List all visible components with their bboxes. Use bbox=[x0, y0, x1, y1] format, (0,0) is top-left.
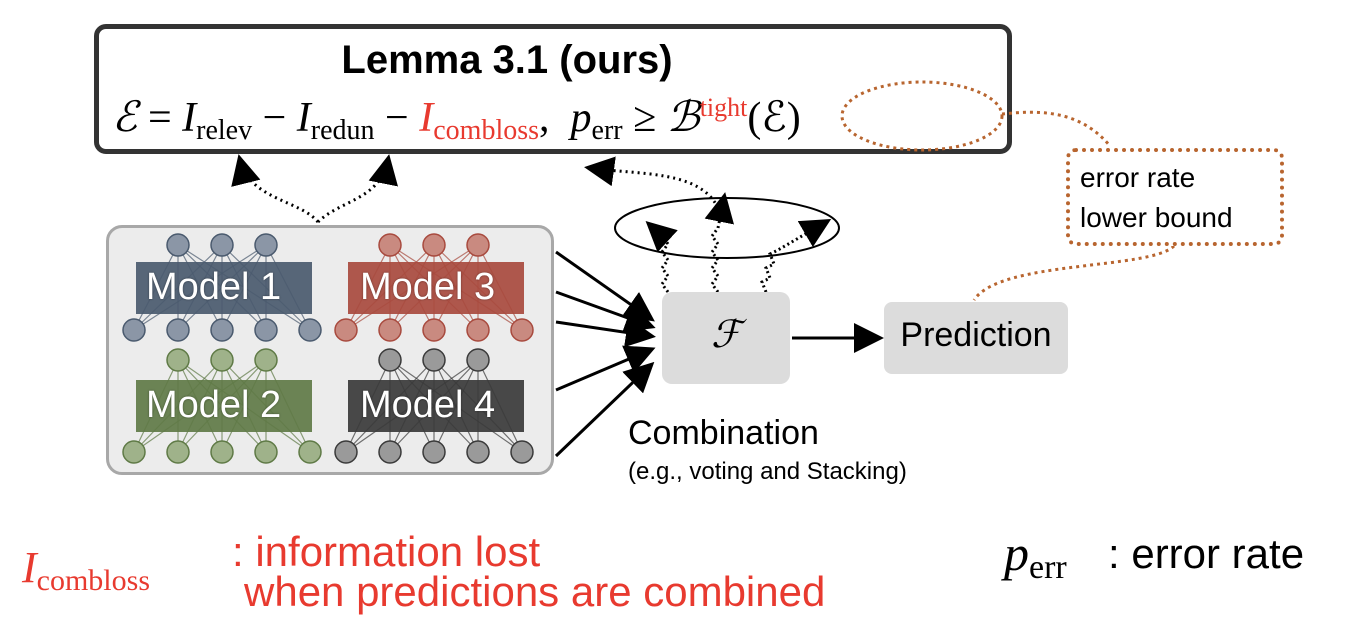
network-graphics bbox=[122, 233, 534, 464]
eq-combloss-sub: combloss bbox=[433, 115, 540, 146]
eq-I-redun: I bbox=[296, 95, 311, 141]
legend-perr-sub: err bbox=[1029, 549, 1067, 586]
combiner-symbol: ℱ bbox=[711, 314, 741, 356]
network-node bbox=[210, 233, 234, 257]
model-1-label: Model 1 bbox=[146, 266, 282, 308]
arrow-ensemble-to-lemma-left bbox=[231, 154, 320, 224]
combination-ellipse bbox=[614, 197, 840, 259]
eq-tight-sup: tight bbox=[699, 93, 748, 122]
network-node bbox=[378, 318, 402, 342]
network-node bbox=[254, 440, 278, 464]
eq-redun-sub: redun bbox=[310, 115, 375, 146]
eq-geq: ≥ bbox=[622, 95, 667, 141]
network-node bbox=[378, 348, 402, 372]
legend-combloss-I: I bbox=[22, 543, 37, 592]
squiggle-middle bbox=[704, 192, 735, 293]
error-note-box bbox=[1066, 148, 1284, 246]
network-node bbox=[254, 318, 278, 342]
legend-perr-symbol: perr bbox=[1004, 524, 1067, 587]
legend-combloss-symbol: Icombloss bbox=[22, 542, 150, 598]
prediction-label: Prediction bbox=[900, 316, 1052, 354]
arrow-in-3 bbox=[555, 317, 656, 348]
network-node bbox=[422, 440, 446, 464]
network-node bbox=[378, 233, 402, 257]
model-2-label: Model 2 bbox=[146, 384, 282, 426]
network-node bbox=[254, 233, 278, 257]
network-node bbox=[466, 440, 490, 464]
legend-combloss-line2: when predictions are combined bbox=[244, 568, 826, 615]
eq-equals: = bbox=[137, 95, 183, 141]
network-node bbox=[122, 318, 146, 342]
network-node bbox=[298, 318, 322, 342]
prediction-box bbox=[884, 302, 1068, 374]
eq-I-combloss: I bbox=[419, 95, 434, 141]
network-node bbox=[510, 440, 534, 464]
combination-sublabel: (e.g., voting and Stacking) bbox=[628, 458, 907, 485]
network-node bbox=[422, 318, 446, 342]
eq-minus-2: − bbox=[374, 95, 420, 141]
network-node bbox=[166, 233, 190, 257]
network-node bbox=[334, 318, 358, 342]
model-band bbox=[348, 380, 524, 432]
network-node bbox=[298, 440, 322, 464]
connector-note-to-prediction bbox=[972, 244, 1176, 301]
network-node bbox=[466, 318, 490, 342]
lemma-title: Lemma 3.1 (ours) bbox=[341, 38, 673, 82]
model-band bbox=[136, 380, 312, 432]
squiggle-right bbox=[760, 218, 832, 293]
model-3-label: Model 3 bbox=[360, 266, 496, 308]
legend-combloss-line1: : information lost bbox=[232, 528, 541, 575]
squiggle-left bbox=[645, 220, 678, 293]
network-node bbox=[166, 348, 190, 372]
network-node bbox=[210, 440, 234, 464]
eq-p-sub: err bbox=[591, 115, 623, 146]
model-4-label: Model 4 bbox=[360, 384, 496, 426]
eq-minus-1: − bbox=[252, 95, 297, 141]
network-node bbox=[466, 348, 490, 372]
eq-I-relev: I bbox=[182, 95, 197, 141]
legend-perr-p: p bbox=[1004, 525, 1029, 581]
network-node bbox=[166, 318, 190, 342]
eq-p: p bbox=[570, 95, 592, 141]
network-node bbox=[466, 233, 490, 257]
network-node bbox=[510, 318, 534, 342]
model-band bbox=[136, 262, 312, 314]
network-node bbox=[334, 440, 358, 464]
legend-perr-text: : error rate bbox=[1108, 530, 1305, 577]
error-note-line2: lower bound bbox=[1080, 202, 1233, 233]
network-node bbox=[378, 440, 402, 464]
connector-bound-to-note bbox=[1001, 110, 1112, 147]
arrow-in-5 bbox=[554, 361, 655, 458]
eq-comma: , bbox=[539, 95, 550, 141]
network-node bbox=[254, 348, 278, 372]
eq-relev-sub: relev bbox=[196, 115, 253, 146]
error-note-line1: error rate bbox=[1080, 162, 1196, 193]
lemma-equation: ℰ = Irelev − Iredun − Icombloss, perr ≥ … bbox=[112, 92, 801, 147]
network-node bbox=[422, 348, 446, 372]
network-node bbox=[210, 318, 234, 342]
network-node bbox=[122, 440, 146, 464]
combiner-box bbox=[662, 292, 790, 384]
model-band bbox=[348, 262, 524, 314]
eq-paren-E: (ℰ) bbox=[747, 95, 801, 141]
arrow-ellipse-to-lemma bbox=[584, 156, 720, 209]
arrow-ensemble-to-lemma-right bbox=[316, 154, 398, 224]
bound-highlight-ellipse bbox=[840, 80, 1004, 152]
network-node bbox=[210, 348, 234, 372]
eq-E: ℰ bbox=[112, 95, 138, 141]
legend-combloss-sub: combloss bbox=[36, 564, 150, 597]
network-node bbox=[422, 233, 446, 257]
combination-label: Combination bbox=[628, 414, 819, 452]
arrow-in-4 bbox=[555, 345, 656, 392]
lemma-box bbox=[94, 24, 1012, 154]
network-node bbox=[166, 440, 190, 464]
eq-B: ℬ bbox=[666, 95, 700, 141]
